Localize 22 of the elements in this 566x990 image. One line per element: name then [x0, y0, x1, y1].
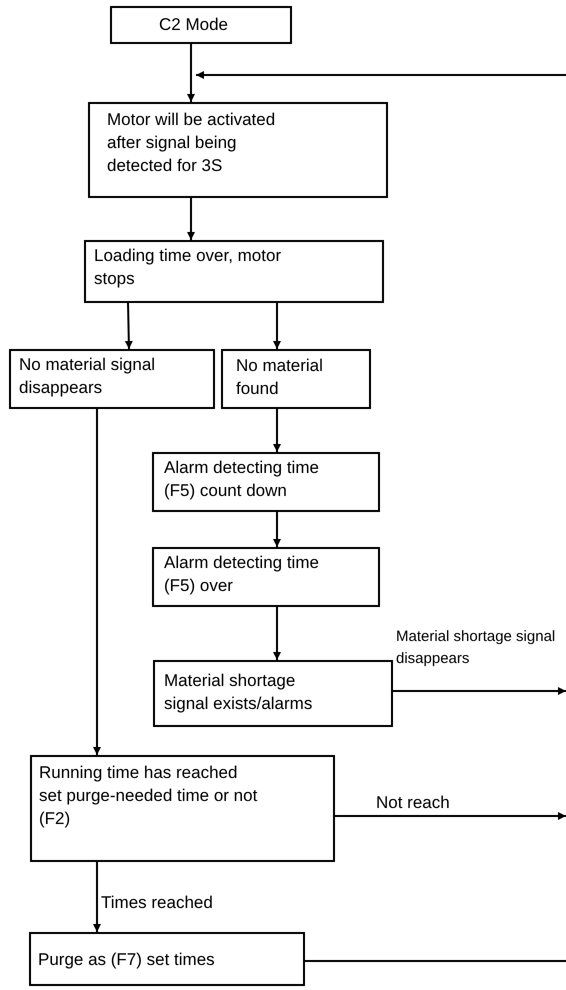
- arrow: [393, 687, 566, 695]
- arrow: [335, 812, 566, 820]
- arrow: [93, 862, 101, 932]
- process-box: Running time has reached set purge-needed time or not (F2): [30, 755, 335, 862]
- process-box: No material found: [221, 349, 371, 409]
- arrow: [196, 71, 566, 79]
- process-box: Material shortage signal exists/alarms: [153, 660, 393, 727]
- process-box: Motor will be activated after signal being detected for 3S: [88, 102, 388, 198]
- arrow: [273, 409, 281, 452]
- process-box: Purge as (F7) set times: [29, 932, 305, 986]
- arrow: [273, 512, 281, 547]
- arrow: [273, 303, 281, 349]
- process-box: No material signal disappears: [9, 349, 215, 409]
- process-box: C2 Mode: [110, 6, 292, 44]
- process-box: Alarm detecting time (F5) count down: [152, 452, 380, 512]
- arrow: [124, 302, 133, 350]
- process-box: Loading time over, motor stops: [84, 240, 384, 303]
- arrow: [273, 607, 281, 660]
- arrow: [187, 44, 195, 102]
- arrow: [93, 409, 101, 755]
- process-box: Alarm detecting time (F5) over: [152, 547, 380, 607]
- arrow: [187, 198, 195, 240]
